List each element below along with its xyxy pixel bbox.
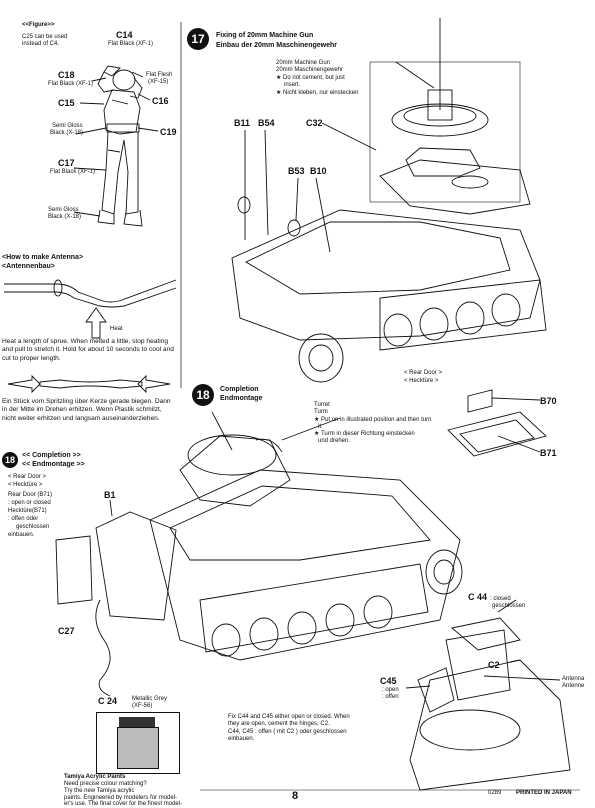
rear-door-note-de4: einbauen. bbox=[8, 532, 35, 538]
figure-note-line1: C25 can be used bbox=[22, 34, 68, 40]
hatch-detail bbox=[405, 599, 571, 791]
mg-callout-3: ★ Do not cement, but just bbox=[276, 75, 345, 81]
c45-open-en: : open bbox=[382, 687, 399, 693]
semi-gloss-lower-line2: Black (X-18) bbox=[48, 214, 82, 220]
step-18-right-title-de: Endmontage bbox=[220, 395, 263, 402]
antenna-instructions-de: Ein Stück vom Spritzling über Kerze gera… bbox=[2, 398, 171, 422]
part-c24: C 24 bbox=[98, 696, 118, 706]
turret-note-1: ★ Put on in illustrated position and the… bbox=[314, 417, 432, 423]
flesh-paint-line2: (XF-15) bbox=[148, 79, 169, 85]
rear-door-detail bbox=[447, 389, 547, 457]
c44-closed-de: geschlossen bbox=[492, 603, 526, 609]
fix-note-en1: Fix C44 and C45 either open or closed. W… bbox=[228, 714, 350, 720]
rear-door-label-right: < Rear Door > bbox=[404, 370, 443, 376]
part-c2: C2 bbox=[488, 660, 500, 670]
fix-note-de1: C44, C45 : offen ( mit C2 ) oder geschlo… bbox=[228, 729, 347, 735]
rear-door-note-en1: Rear Door (B71) bbox=[8, 492, 53, 498]
part-c32: C32 bbox=[306, 118, 323, 128]
semi-gloss-upper-line2: Black (X-18) bbox=[50, 130, 84, 136]
paint-box-line2: Try the new Tamiya acrylic bbox=[64, 788, 135, 794]
flesh-paint-line1: Flat Flesh bbox=[146, 72, 173, 78]
fix-note-en2: they are open, cement the hinges, C2. bbox=[228, 721, 330, 727]
metallic-grey-line2: (XF-56) bbox=[132, 703, 153, 709]
part-c27: C27 bbox=[58, 626, 75, 636]
figure-note-line2: instead of C4. bbox=[22, 41, 60, 47]
paint-box-line4: er's use. The final cover for the finest… bbox=[64, 801, 183, 807]
semi-gloss-lower-line1: Semi Gloss bbox=[48, 207, 79, 213]
rear-door-label-left: < Rear Door > bbox=[8, 474, 47, 480]
heckture-label-left: < Hecktüre > bbox=[8, 482, 43, 488]
antenna-instructions-en: Heat a length of sprue. When melted a li… bbox=[2, 338, 174, 362]
part-c16: C16 bbox=[152, 96, 169, 106]
metallic-grey-line1: Metallic Grey bbox=[132, 696, 168, 702]
part-c18-paint: Flat Black (XF-1) bbox=[48, 81, 94, 87]
antenna-title-de: <Antennenbau> bbox=[2, 263, 55, 270]
part-c44: C 44 bbox=[468, 592, 488, 602]
antenna-label-en: Antenna bbox=[562, 676, 585, 682]
turret-label-de: Turm bbox=[314, 409, 328, 415]
part-b53: B53 bbox=[288, 166, 305, 176]
part-c18: C18 bbox=[58, 70, 75, 80]
semi-gloss-upper-line1: Semi Gloss bbox=[52, 123, 83, 129]
paint-jar-body-icon bbox=[117, 727, 159, 769]
fix-note-de2: einbauen. bbox=[228, 736, 255, 742]
heckture-label-right: < Hecktüre > bbox=[404, 378, 439, 384]
rear-door-note-en2: : open or closed bbox=[8, 500, 51, 506]
paint-box-line3: paints. Engineered by modelers for model… bbox=[64, 795, 178, 801]
antenna-sprue-drawing bbox=[4, 279, 177, 394]
step-18-badge-right: 18 bbox=[192, 384, 214, 406]
part-c14: C14 bbox=[116, 30, 133, 40]
part-c17-paint: Flat Black (XF-1) bbox=[50, 169, 96, 175]
part-c14-paint: Flat Black (XF-1) bbox=[108, 41, 154, 47]
mg-callout-5: ★ Nicht kleben, nur einstecken bbox=[276, 90, 359, 96]
part-c19: C19 bbox=[160, 127, 177, 137]
step-18-badge-left: 18 bbox=[2, 452, 18, 468]
rear-door-note-de2: : offen oder bbox=[8, 516, 39, 522]
print-code: 0289 bbox=[488, 790, 502, 796]
c44-closed-en: : closed bbox=[490, 596, 511, 602]
antenna-title-en: <How to make Antenna> bbox=[2, 254, 84, 261]
part-b54: B54 bbox=[258, 118, 275, 128]
rear-door-note-de1: Hecktüre(B71) bbox=[8, 508, 47, 514]
step-17-badge: 17 bbox=[187, 28, 209, 50]
figure-title: <<Figure>> bbox=[22, 22, 55, 28]
part-b10: B10 bbox=[310, 166, 327, 176]
part-c15: C15 bbox=[58, 98, 75, 108]
printed-in-japan: PRINTED IN JAPAN bbox=[516, 790, 572, 796]
part-c45: C45 bbox=[380, 676, 397, 686]
part-b70: B70 bbox=[540, 396, 557, 406]
soldier-figure bbox=[97, 65, 143, 227]
part-b71: B71 bbox=[540, 448, 557, 458]
step-18-right-title-en: Completion bbox=[220, 386, 259, 393]
antenna-label-de: Antenne bbox=[562, 683, 585, 689]
mg-callout-1: 20mm Machine Gun bbox=[276, 60, 331, 66]
turret-note-3: ★ Turm in dieser Richtung einstecken bbox=[314, 431, 415, 437]
step-18-left-title-en: << Completion >> bbox=[22, 452, 81, 459]
paint-box bbox=[96, 712, 180, 774]
vehicle-step18 bbox=[55, 411, 463, 697]
vehicle-step17 bbox=[231, 18, 547, 383]
mg-callout-4: insert. bbox=[284, 82, 301, 88]
turret-note-2: it. bbox=[318, 424, 323, 430]
step-18-left-title-de: << Endmontage >> bbox=[22, 461, 85, 468]
step-17-title-de: Einbau der 20mm Maschinengewehr bbox=[216, 42, 337, 49]
c45-open-de: : offen bbox=[382, 694, 399, 700]
heat-label: Heat bbox=[110, 326, 123, 332]
paint-box-line1: Need precise colour matching? bbox=[64, 781, 147, 787]
paint-jar-icon bbox=[119, 717, 155, 727]
part-c17: C17 bbox=[58, 158, 75, 168]
turret-note-4: und drehen. bbox=[318, 438, 351, 444]
part-b11: B11 bbox=[234, 118, 251, 128]
turret-label-en: Turret bbox=[314, 402, 330, 408]
part-b1: B1 bbox=[104, 490, 116, 500]
paint-box-title: Tamiya Acrylic Paints bbox=[64, 774, 126, 780]
mg-callout-2: 20mm Maschinengewehr bbox=[276, 67, 344, 73]
rear-door-note-de3: geschlossen bbox=[16, 524, 50, 530]
page-number: 8 bbox=[292, 790, 299, 802]
step-17-title-en: Fixing of 20mm Machine Gun bbox=[216, 32, 314, 39]
